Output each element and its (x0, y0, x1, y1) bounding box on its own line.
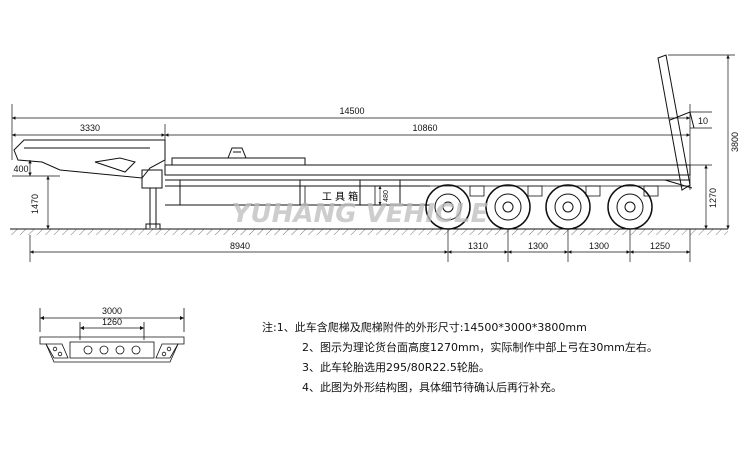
note-text: 2、图示为理论货台面高度1270mm，实际制作中部上弓在30mm左右。 (302, 341, 658, 354)
dim-axle-spacing-1: 1310 (468, 241, 488, 251)
dim-kingpin-height: 1470 (30, 194, 40, 214)
dim-overall-length: 14500 (339, 106, 364, 116)
note-text: 1、此车含爬梯及爬梯附件的外形尺寸:14500*3000*3800mm (276, 321, 587, 334)
wheel-2 (485, 184, 531, 230)
note-2: 2、图示为理论货台面高度1270mm，实际制作中部上弓在30mm左右。 (262, 338, 732, 358)
dim-total-height: 3800 (730, 132, 740, 152)
note-text: 4、此图为外形结构图，具体细节待确认后再行补充。 (302, 381, 562, 394)
note-text: 3、此车轮胎选用295/80R22.5轮胎。 (302, 361, 490, 374)
dim-deck-length: 10860 (412, 123, 437, 133)
gooseneck (13, 139, 166, 230)
dim-gooseneck-length: 3330 (80, 123, 100, 133)
dimension-overall-length (11, 104, 691, 190)
wheel-4 (607, 184, 653, 230)
toolbox (304, 185, 376, 206)
wheel-3 (545, 184, 591, 230)
dim-deck-height: 1270 (708, 188, 718, 208)
dimension-kingpin-height (12, 160, 60, 229)
ground-line (10, 228, 728, 235)
dim-toolbox-height: 480 (383, 190, 390, 202)
dim-width: 3000 (102, 306, 122, 316)
notes-prefix: 注: (262, 321, 277, 334)
notes-block: 注:1、此车含爬梯及爬梯附件的外形尺寸:14500*3000*3800mm 2、… (262, 318, 732, 398)
cross-section-view (39, 308, 185, 363)
dim-axle-spacing-3: 1300 (589, 241, 609, 251)
dimension-total-height (668, 54, 735, 229)
note-3: 3、此车轮胎选用295/80R22.5轮胎。 (262, 358, 732, 378)
note-1: 注:1、此车含爬梯及爬梯附件的外形尺寸:14500*3000*3800mm (262, 318, 732, 338)
rear-ramp (657, 54, 695, 191)
suspension (430, 179, 690, 197)
watermark: YUHANG VEHICLE (232, 199, 489, 229)
dimension-bottom (29, 229, 691, 262)
dim-inner-width: 1260 (102, 317, 122, 327)
dim-gooseneck-height: 400 (13, 164, 28, 174)
dim-rear-overhang: 1250 (650, 241, 670, 251)
dim-ramp-offset: 10 (698, 116, 708, 126)
toolbox-label: 工 具 箱 (322, 190, 358, 203)
note-4: 4、此图为外形结构图，具体细节待确认后再行补充。 (262, 378, 732, 398)
dim-front-to-axle: 8940 (230, 241, 250, 251)
dim-axle-spacing-2: 1300 (528, 241, 548, 251)
